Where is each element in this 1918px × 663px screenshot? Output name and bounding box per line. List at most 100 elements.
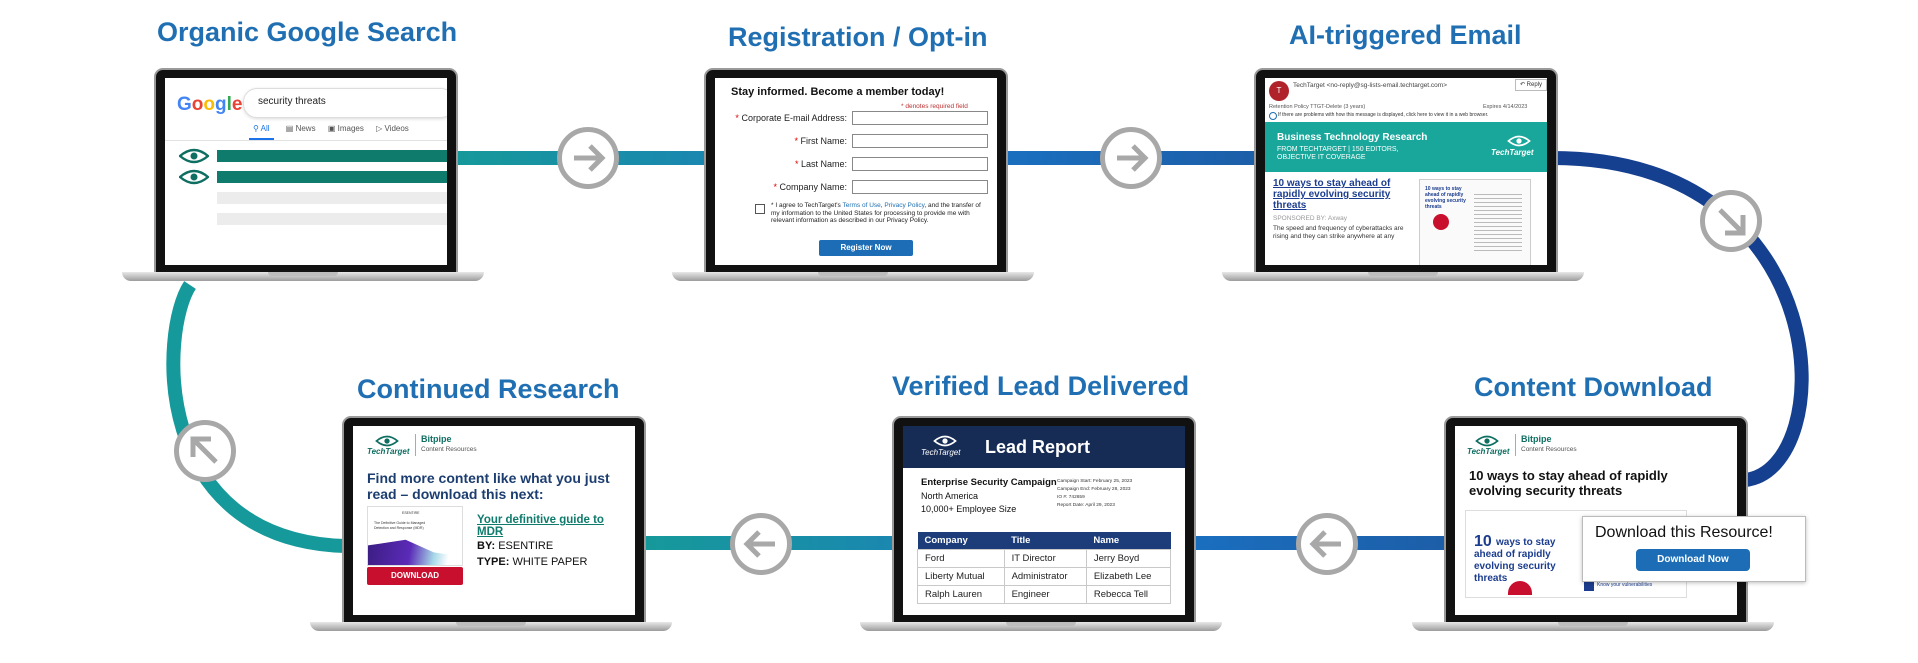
search-results-divider: [165, 140, 447, 141]
field-label-email: * Corporate E-mail Address:: [735, 113, 847, 123]
email-banner: Business Technology Research FROM TECHTA…: [1265, 122, 1547, 172]
campaign-size: 10,000+ Employee Size: [921, 504, 1017, 514]
thumb-footer: Know your vulnerabilities: [1597, 582, 1653, 588]
sender-avatar: T: [1269, 81, 1289, 101]
terms-link[interactable]: Terms of Use: [842, 202, 881, 209]
arrow-right-icon: [1100, 127, 1162, 189]
laptop-content-download: TechTarget Bitpipe Content Resources 10 …: [1412, 416, 1774, 638]
laptop-lead-report: TechTarget Lead Report Enterprise Securi…: [860, 416, 1222, 638]
article-snippet: The speed and frequency of cyberattacks …: [1273, 225, 1404, 240]
stage-title-lead: Verified Lead Delivered: [892, 371, 1190, 401]
google-logo: Google: [177, 94, 243, 115]
thumb-wave: [368, 539, 462, 565]
table-cell: Elizabeth Lee: [1085, 567, 1172, 586]
retention-policy: Retention Policy TTGT-Delete (3 years): [1269, 104, 1366, 110]
bitpipe-logo: Bitpipe: [421, 434, 452, 444]
arrow-right-icon: [557, 127, 619, 189]
reply-button[interactable]: ↶ Reply: [1515, 79, 1547, 91]
email-from: TechTarget <no-reply@sg-lists-email.tech…: [1293, 82, 1447, 89]
campaign-region: North America: [921, 491, 979, 501]
search-result-highlight[interactable]: [217, 171, 447, 183]
column-header: Name: [1086, 532, 1171, 550]
email-screen: T TechTarget <no-reply@sg-lists-email.te…: [1265, 78, 1547, 265]
tab-all[interactable]: ⚲ All: [249, 124, 274, 140]
field-label-last-name: * Last Name:: [794, 159, 847, 169]
alert-icon: [1433, 214, 1449, 230]
search-query-text: security threats: [258, 96, 326, 107]
table-header-row: Company Title Name: [917, 532, 1171, 550]
table-cell: Rebecca Tell: [1085, 585, 1172, 604]
article-thumbnail[interactable]: 10 ways to stay ahead of rapidly evolvin…: [1419, 179, 1531, 265]
first-name-field[interactable]: [852, 134, 988, 148]
techtarget-logo: TechTarget: [921, 448, 961, 457]
tab-videos[interactable]: ▷ Videos: [376, 124, 409, 133]
lead-report-header: TechTarget Lead Report: [903, 426, 1185, 468]
tab-images[interactable]: ▣ Images: [327, 124, 364, 133]
arrow-down-right-icon: [1700, 190, 1762, 252]
bitpipe-tagline: Content Resources: [421, 446, 477, 453]
company-name-field[interactable]: [852, 180, 988, 194]
thumb-number: 10: [1474, 533, 1492, 550]
thumb-page-number: [1584, 581, 1594, 591]
table-row[interactable]: Ford IT Director Jerry Boyd: [917, 549, 1172, 568]
column-header: Company: [917, 532, 1005, 550]
banner-sub2: OBJECTIVE IT COVERAGE: [1277, 154, 1366, 161]
whitepaper-thumbnail[interactable]: ESENTIRE The Definitive Guide to Managed…: [367, 506, 463, 566]
tab-news[interactable]: ▤ News: [285, 124, 316, 133]
search-result-highlight[interactable]: [217, 150, 447, 162]
google-search-screen: Google security threats ⚲ All ▤ News ▣ I…: [165, 78, 447, 265]
logo-divider: [1515, 434, 1516, 456]
thumb-title: The Definitive Guide to Managed Detectio…: [374, 521, 426, 530]
techtarget-logo: TechTarget: [1491, 148, 1534, 157]
techtarget-logo: TechTarget: [1467, 447, 1510, 456]
arrow-left-icon: [730, 513, 792, 575]
display-info[interactable]: If there are problems with how this mess…: [1278, 112, 1489, 118]
bitpipe-logo: Bitpipe: [1521, 434, 1552, 444]
guide-link[interactable]: Your definitive guide to MDR: [477, 514, 604, 538]
download-headline: 10 ways to stay ahead of rapidly evolvin…: [1469, 468, 1668, 498]
logo-divider: [415, 434, 416, 456]
research-type: TYPE: WHITE PAPER: [477, 556, 588, 568]
download-now-button[interactable]: Download Now: [1636, 549, 1750, 571]
research-screen: TechTarget Bitpipe Content Resources Fin…: [353, 426, 635, 615]
registration-form-screen: Stay informed. Become a member today! * …: [715, 78, 997, 265]
download-popup: Download this Resource! Download Now: [1582, 516, 1806, 582]
search-result-placeholder: [217, 192, 447, 204]
laptop-continued-research: TechTarget Bitpipe Content Resources Fin…: [310, 416, 672, 638]
table-cell: Ralph Lauren: [917, 585, 1005, 604]
last-name-field[interactable]: [852, 157, 988, 171]
table-cell: Administrator: [1003, 567, 1087, 586]
techtarget-logo: TechTarget: [367, 447, 410, 456]
search-tabs: ⚲ All ▤ News ▣ Images ▷ Videos: [249, 124, 409, 140]
field-label-company: * Company Name:: [773, 182, 847, 192]
lead-table: Company Title Name Ford IT Director Jerr…: [917, 532, 1172, 604]
arrow-up-left-icon: [174, 420, 236, 482]
search-input[interactable]: security threats: [243, 88, 447, 118]
stage-title-organic: Organic Google Search: [157, 17, 458, 47]
agree-checkbox[interactable]: [755, 204, 765, 214]
eye-icon: [178, 148, 210, 169]
email-field[interactable]: [852, 111, 988, 125]
campaign-meta: Campaign Start: February 25, 2023 Campai…: [1057, 479, 1133, 508]
thumb-lines: [1474, 194, 1522, 254]
popup-title: Download this Resource!: [1595, 524, 1773, 541]
agree-text: * I agree to TechTarget's Terms of Use, …: [771, 202, 981, 224]
table-cell: Ford: [917, 549, 1005, 568]
register-now-button[interactable]: Register Now: [819, 240, 913, 256]
table-row[interactable]: Liberty Mutual Administrator Elizabeth L…: [917, 567, 1172, 586]
techtarget-eye-icon: [1475, 434, 1499, 452]
thumb-brand: ESENTIRE: [402, 511, 420, 515]
article-link[interactable]: 10 ways to stay ahead of rapidly evolvin…: [1273, 178, 1391, 211]
laptop-organic-search: Google security threats ⚲ All ▤ News ▣ I…: [122, 68, 484, 288]
lead-report-screen: TechTarget Lead Report Enterprise Securi…: [903, 426, 1185, 615]
arrow-left-icon: [1296, 513, 1358, 575]
laptop-registration: Stay informed. Become a member today! * …: [672, 68, 1034, 288]
bitpipe-tagline: Content Resources: [1521, 446, 1577, 453]
sponsored-by: SPONSORED BY: Axway: [1273, 215, 1348, 222]
image-icon: ▣: [327, 124, 336, 133]
download-button[interactable]: DOWNLOAD: [367, 567, 463, 585]
privacy-link[interactable]: Privacy Policy: [884, 202, 925, 209]
form-heading: Stay informed. Become a member today!: [731, 86, 945, 98]
table-row[interactable]: Ralph Lauren Engineer Rebecca Tell: [917, 585, 1172, 604]
table-cell: Liberty Mutual: [917, 567, 1005, 586]
